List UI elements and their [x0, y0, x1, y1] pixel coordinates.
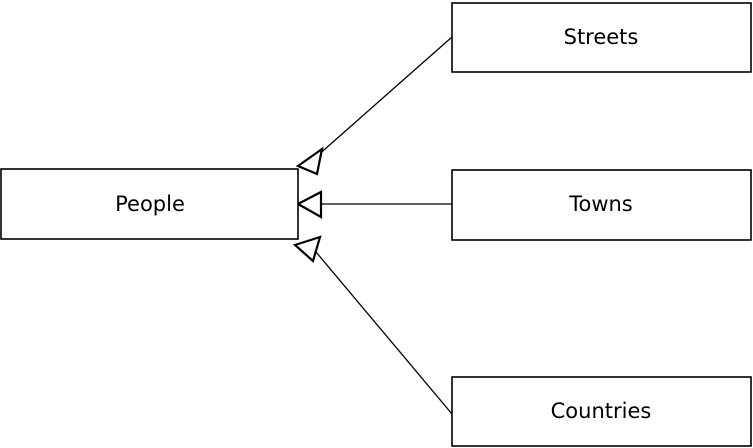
node-towns[interactable]: Towns: [451, 169, 752, 241]
node-streets[interactable]: Streets: [451, 2, 752, 73]
connector-people-countries[interactable]: [292, 235, 453, 415]
node-label-people: People: [115, 192, 185, 216]
hollow-triangle-arrowhead-countries: [292, 235, 322, 263]
node-box-people[interactable]: [0, 168, 299, 240]
node-box-towns[interactable]: [451, 169, 752, 241]
node-people[interactable]: People: [0, 168, 299, 240]
hollow-triangle-arrowhead-towns: [295, 190, 323, 219]
node-countries[interactable]: Countries: [451, 376, 752, 447]
hollow-triangle-arrowhead-streets: [295, 146, 324, 176]
node-box-streets[interactable]: [451, 2, 752, 73]
connector-line-people-countries: [315, 251, 453, 415]
connector-people-streets[interactable]: [295, 36, 453, 176]
node-label-countries: Countries: [551, 399, 652, 423]
node-box-countries[interactable]: [451, 376, 752, 447]
connector-line-people-streets: [315, 36, 453, 158]
node-label-streets: Streets: [564, 25, 639, 49]
node-label-towns: Towns: [568, 192, 633, 216]
connector-people-towns[interactable]: [295, 190, 452, 219]
